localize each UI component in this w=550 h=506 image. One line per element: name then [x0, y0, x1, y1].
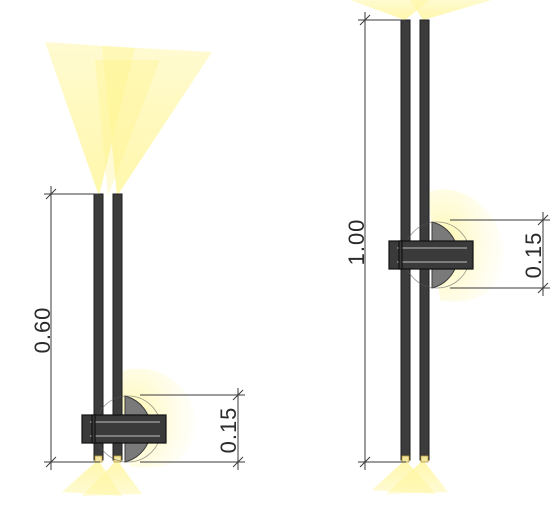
- pipe-right: [419, 19, 430, 461]
- clamp-edge: [91, 414, 96, 444]
- down-light-beam: [62, 460, 142, 496]
- clamp-bar: [388, 240, 474, 270]
- fixture-long: 1.00 0.15: [344, 0, 550, 494]
- length-label: 1.00: [344, 219, 369, 266]
- dimension-length: 0.60: [30, 186, 100, 470]
- up-light-beam: [350, 0, 492, 20]
- length-label: 0.60: [30, 307, 55, 354]
- led-end: [420, 455, 429, 463]
- head-label: 0.15: [521, 232, 546, 279]
- led-end: [401, 455, 410, 463]
- head-label: 0.15: [216, 407, 241, 454]
- dimension-length: 1.00: [344, 12, 406, 470]
- down-light-beam: [372, 460, 448, 494]
- clamp-edge: [398, 240, 403, 270]
- led-end: [94, 455, 103, 463]
- fixture-short: 0.60 0.15: [30, 42, 245, 496]
- dimension-head: 0.15: [140, 388, 245, 470]
- clamp-bar: [81, 414, 167, 444]
- pipe-left: [400, 19, 411, 461]
- up-light-beam: [45, 42, 212, 196]
- dimension-head: 0.15: [450, 212, 550, 296]
